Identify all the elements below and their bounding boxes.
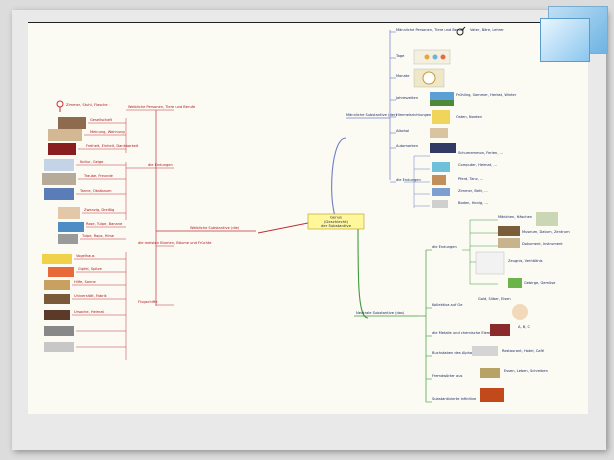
car-logos-icon	[430, 143, 456, 153]
w-leaf-0: Zimmer, Stuhl, Flasche	[66, 103, 108, 107]
alcohol-bottles-icon	[430, 128, 448, 138]
n-leaf-4: Gebirge, Gemüse	[524, 281, 556, 285]
alphabet-icon	[472, 346, 498, 356]
m-end-0: Schumemmon, Ferien, ...	[458, 151, 503, 155]
n-leaf-8: Essen, Leben, Schreiben	[504, 369, 548, 373]
m-item-5: Alkohol	[396, 129, 409, 133]
m-item-4: Himmelsrichtungen	[396, 113, 431, 117]
n-leaf-5: Gold, Silber, Eisen	[478, 297, 511, 301]
n-item-1: Kollektiva auf Ge	[432, 303, 463, 307]
w-leaf-10: Vogelhaus	[76, 254, 95, 258]
m-end-4: Boden, Honig, ...	[458, 201, 488, 205]
m-leaf-himmel: Osten, Norden	[456, 115, 482, 119]
m-item-2: Monate	[396, 74, 410, 78]
branch-neutral: Neutrale Substantive (das)	[356, 311, 405, 315]
center-line1: Genus	[330, 215, 342, 220]
days-calendar-icon	[413, 49, 451, 65]
w-leaf-7: Zwanzig, Dreißig	[84, 208, 114, 212]
branch-weiblich: Weibliche Substantive (die)	[190, 226, 240, 230]
w-item-2: die meisten Blumen, Bäume und Früchte	[138, 241, 212, 245]
w-item-0: Weibliche Personen, Tiere und Berufe	[128, 105, 196, 109]
w-leaf-14: Ursache, Heimat	[74, 310, 105, 314]
n-item-0: die Endungen	[432, 245, 457, 249]
w-leaf-9: Tulpe, Raps, Hirse	[81, 234, 115, 238]
w-leaf-12: Hilfe, Sonne	[74, 280, 96, 284]
m-end-2: Pferd, Tanz, ...	[458, 177, 483, 181]
w-leaf-2: Meinung, Wohnung	[90, 130, 125, 134]
w-item-4: Flugschiffe	[138, 300, 158, 304]
compass-icon	[432, 110, 450, 124]
branch-line-neutral	[357, 226, 369, 319]
top-rule	[28, 22, 540, 23]
m-end-3: Zimmer, Bett, ...	[458, 189, 488, 193]
mindmap-svg: Genus (Geschlecht) der Substantive Männl…	[42, 26, 570, 403]
weiblich-thumbnails	[42, 117, 86, 352]
w-leaf-11: Gipfel, Spitze	[78, 267, 103, 271]
w-leaf-6: Tanne, Obstbaum	[79, 189, 112, 193]
n-leaf-1: Museum, Datum, Zentrum	[522, 230, 570, 234]
male-symbol-icon	[456, 28, 464, 36]
m-item-1: Tage	[395, 54, 405, 58]
m-item-0: Männliche Personen, Tiere und Berufe	[396, 28, 465, 32]
w-item-1: die Endungen	[148, 163, 173, 167]
n-item-3: Buchstaben des Alphabets	[432, 351, 480, 355]
m-leaf-persons: Vater, Bäre, Lehrer	[470, 28, 504, 32]
m-item-6: Automarken	[396, 144, 418, 148]
branch-line-maennlich	[331, 137, 347, 223]
mountain-photo-icon	[508, 278, 522, 288]
face-illustration-icon	[512, 304, 528, 320]
mindmap-canvas: Genus (Geschlecht) der Substantive Männl…	[28, 22, 588, 414]
girl-photo-icon	[536, 212, 558, 226]
w-leaf-1: Gesellschaft	[90, 118, 113, 122]
w-leaf-13: Universität, Fabrik	[74, 294, 108, 298]
w-leaf-8: Rose, Tulpe, Banane	[86, 222, 123, 226]
center-line2: (Geschlecht)	[324, 219, 349, 224]
ending-image-4	[432, 200, 448, 208]
m-item-7: die Endungen	[396, 178, 421, 182]
n-item-5: Substantivierte Infinitive	[432, 397, 477, 401]
n-leaf-7: Restaurant, Hotel, Café	[502, 349, 545, 353]
document-photo-icon	[498, 238, 520, 248]
n-leaf-3: Zeugnis, Verhältnis	[508, 259, 543, 263]
branch-maennlich: Männliche Substantive (der)	[346, 113, 397, 117]
w-leaf-4: Kultur, Geige	[80, 160, 104, 164]
museum-photo-icon	[498, 226, 520, 236]
center-node[interactable]	[307, 213, 365, 230]
certificate-icon	[475, 251, 505, 275]
infinitive-photo-icon	[480, 388, 504, 402]
w-leaf-3: Freiheit, Einheit, Dankbarkeit	[86, 144, 139, 148]
ending-image-1	[432, 162, 450, 172]
center-line3: der Substantive	[321, 223, 352, 228]
branch-line-weiblich	[257, 222, 309, 234]
ending-image-3	[432, 188, 450, 196]
corner-square-front	[540, 18, 590, 62]
n-leaf-6: A, B, C	[518, 325, 530, 329]
n-leaf-2: Dokument, Instrument	[522, 242, 563, 246]
n-item-2: die Metalle und chemische Elemente	[432, 331, 499, 335]
female-symbol-icon	[56, 100, 64, 108]
m-item-3: Jahreszeiten	[395, 96, 418, 100]
w-leaf-5: Traube, Freunde	[83, 174, 114, 178]
metal-bars-icon	[490, 324, 510, 336]
hotel-photo-icon	[480, 368, 500, 378]
ending-image-2	[432, 175, 446, 185]
n-item-4: Fremdwörter aus	[432, 374, 463, 378]
m-end-1: Computer, Heimat, ...	[458, 163, 497, 167]
n-leaf-0: Mädchen, Häschen	[498, 215, 532, 219]
m-leaf-seasons: Frühling, Sommer, Herbst, Winter	[456, 93, 517, 97]
corner-decoration	[540, 6, 608, 62]
